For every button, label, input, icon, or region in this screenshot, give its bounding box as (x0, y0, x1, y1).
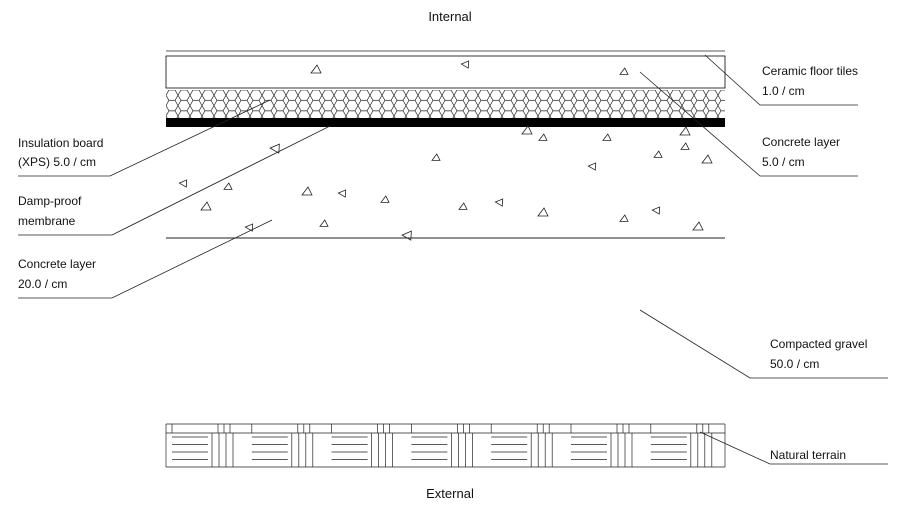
aggregate-triangle (538, 133, 548, 141)
aggregate-triangle (680, 142, 690, 150)
label-dpm-name2: membrane (18, 214, 76, 228)
leader-concrete-5 (639, 71, 858, 177)
aggregate-triangle (223, 182, 233, 190)
aggregate-triangle (619, 214, 629, 222)
aggregate-triangle (537, 207, 549, 217)
label-ceramic-tiles-thickness: 1.0 / cm (762, 84, 805, 98)
label-gravel-name: Compacted gravel (770, 337, 867, 351)
aggregate-triangle (653, 150, 663, 158)
aggregate-triangle (401, 230, 412, 241)
label-gravel-thickness: 50.0 / cm (770, 357, 819, 371)
aggregate-triangle (521, 125, 533, 135)
layer-damp-proof-membrane (166, 118, 725, 127)
aggregate-triangle (651, 206, 661, 215)
aggregate-triangle (460, 60, 470, 69)
label-concrete-20-thickness: 20.0 / cm (18, 277, 67, 291)
aggregate-triangle (200, 201, 212, 211)
aggregate-triangle (337, 189, 347, 198)
leader-damp-proof (18, 125, 331, 236)
aggregate-triangle (301, 186, 313, 196)
label-concrete-5-thickness: 5.0 / cm (762, 155, 805, 169)
label-xps-thickness: (XPS) 5.0 / cm (18, 155, 96, 169)
label-terrain-name: Natural terrain (770, 448, 846, 462)
aggregate-triangle (701, 154, 713, 164)
layer-insulation-xps (166, 90, 725, 118)
leader-concrete-20 (18, 219, 273, 299)
aggregate-triangle (458, 202, 468, 210)
aggregate-triangle (178, 179, 188, 188)
aggregate-triangle (494, 198, 504, 207)
aggregate-triangle (269, 143, 280, 154)
aggregate-triangle (619, 67, 629, 75)
leader-ceramic-tiles (704, 54, 858, 106)
layer-natural-terrain (165, 423, 726, 468)
aggregate-triangle (244, 223, 254, 232)
label-concrete-20-name: Concrete layer (18, 257, 96, 271)
title-external: External (426, 486, 474, 501)
label-xps-name: Insulation board (18, 136, 103, 150)
label-dpm-name: Damp-proof (18, 194, 82, 208)
leader-natural-terrain (699, 431, 888, 465)
leader-insulation-xps (18, 99, 271, 177)
title-internal: Internal (428, 9, 471, 24)
aggregate-triangle (692, 221, 704, 231)
aggregate-triangle (380, 195, 390, 203)
aggregate-triangle (679, 126, 691, 136)
aggregate-triangle (310, 64, 322, 74)
label-ceramic-tiles-name: Ceramic floor tiles (762, 64, 858, 78)
aggregate-triangle (587, 162, 597, 171)
leader-compacted-gravel (639, 309, 888, 379)
leader-lines (18, 54, 888, 465)
aggregate-triangle (602, 133, 612, 141)
concrete-aggregate (178, 60, 713, 241)
layer-ceramic-tiles (165, 50, 726, 89)
aggregate-triangle (431, 153, 441, 161)
aggregate-triangle (319, 219, 329, 227)
label-concrete-5-name: Concrete layer (762, 135, 840, 149)
